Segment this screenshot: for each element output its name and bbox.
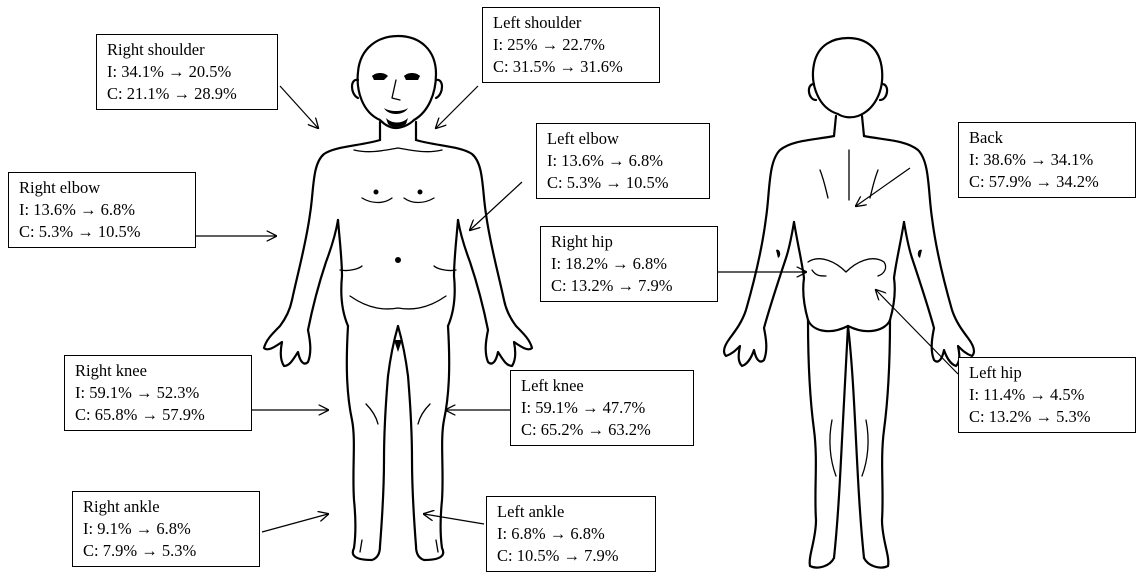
label-left-ankle: Left ankle I: 6.8% → 6.8% C: 10.5% → 7.9… (486, 496, 656, 572)
label-title: Right shoulder (107, 39, 269, 61)
arrow-left-elbow (470, 182, 522, 230)
label-right-hip: Right hip I: 18.2% → 6.8% C: 13.2% → 7.9… (540, 226, 718, 302)
label-c-value: C: 31.5% → 31.6% (493, 56, 651, 78)
label-c-value: C: 21.1% → 28.9% (107, 83, 269, 105)
label-i-value: I: 18.2% → 6.8% (551, 253, 709, 275)
label-i-value: I: 38.6% → 34.1% (969, 149, 1127, 171)
label-title: Right ankle (83, 496, 251, 518)
label-right-shoulder: Right shoulder I: 34.1% → 20.5% C: 21.1%… (96, 34, 278, 110)
label-back: Back I: 38.6% → 34.1% C: 57.9% → 34.2% (958, 122, 1136, 198)
label-title: Right elbow (19, 177, 187, 199)
label-i-value: I: 11.4% → 4.5% (969, 384, 1127, 406)
label-c-value: C: 57.9% → 34.2% (969, 171, 1127, 193)
label-c-value: C: 7.9% → 5.3% (83, 540, 251, 562)
label-i-value: I: 25% → 22.7% (493, 34, 651, 56)
front-body-figure (264, 36, 532, 560)
label-c-value: C: 5.3% → 10.5% (547, 172, 701, 194)
label-i-value: I: 13.6% → 6.8% (547, 150, 701, 172)
label-left-knee: Left knee I: 59.1% → 47.7% C: 65.2% → 63… (510, 370, 694, 446)
label-left-shoulder: Left shoulder I: 25% → 22.7% C: 31.5% → … (482, 7, 660, 83)
label-c-value: C: 10.5% → 7.9% (497, 545, 647, 567)
arrow-left-ankle (424, 514, 484, 524)
label-title: Left hip (969, 362, 1127, 384)
arrow-right-shoulder (280, 86, 318, 128)
label-title: Back (969, 127, 1127, 149)
label-right-elbow: Right elbow I: 13.6% → 6.8% C: 5.3% → 10… (8, 172, 196, 248)
label-i-value: I: 9.1% → 6.8% (83, 518, 251, 540)
label-title: Left shoulder (493, 12, 651, 34)
label-title: Right knee (75, 360, 243, 382)
label-i-value: I: 6.8% → 6.8% (497, 523, 647, 545)
label-c-value: C: 65.8% → 57.9% (75, 404, 243, 426)
label-title: Left elbow (547, 128, 701, 150)
label-i-value: I: 59.1% → 52.3% (75, 382, 243, 404)
label-title: Right hip (551, 231, 709, 253)
arrow-back (856, 168, 910, 206)
label-right-ankle: Right ankle I: 9.1% → 6.8% C: 7.9% → 5.3… (72, 491, 260, 567)
label-left-hip: Left hip I: 11.4% → 4.5% C: 13.2% → 5.3% (958, 357, 1136, 433)
label-c-value: C: 13.2% → 5.3% (969, 406, 1127, 428)
label-c-value: C: 13.2% → 7.9% (551, 275, 709, 297)
label-title: Left knee (521, 375, 685, 397)
arrow-right-ankle (262, 514, 328, 532)
label-left-elbow: Left elbow I: 13.6% → 6.8% C: 5.3% → 10.… (536, 123, 710, 199)
label-i-value: I: 13.6% → 6.8% (19, 199, 187, 221)
label-c-value: C: 65.2% → 63.2% (521, 419, 685, 441)
label-right-knee: Right knee I: 59.1% → 52.3% C: 65.8% → 5… (64, 355, 252, 431)
back-body-figure (724, 38, 974, 568)
label-c-value: C: 5.3% → 10.5% (19, 221, 187, 243)
label-title: Left ankle (497, 501, 647, 523)
arrow-left-shoulder (436, 86, 478, 128)
label-i-value: I: 59.1% → 47.7% (521, 397, 685, 419)
label-i-value: I: 34.1% → 20.5% (107, 61, 269, 83)
